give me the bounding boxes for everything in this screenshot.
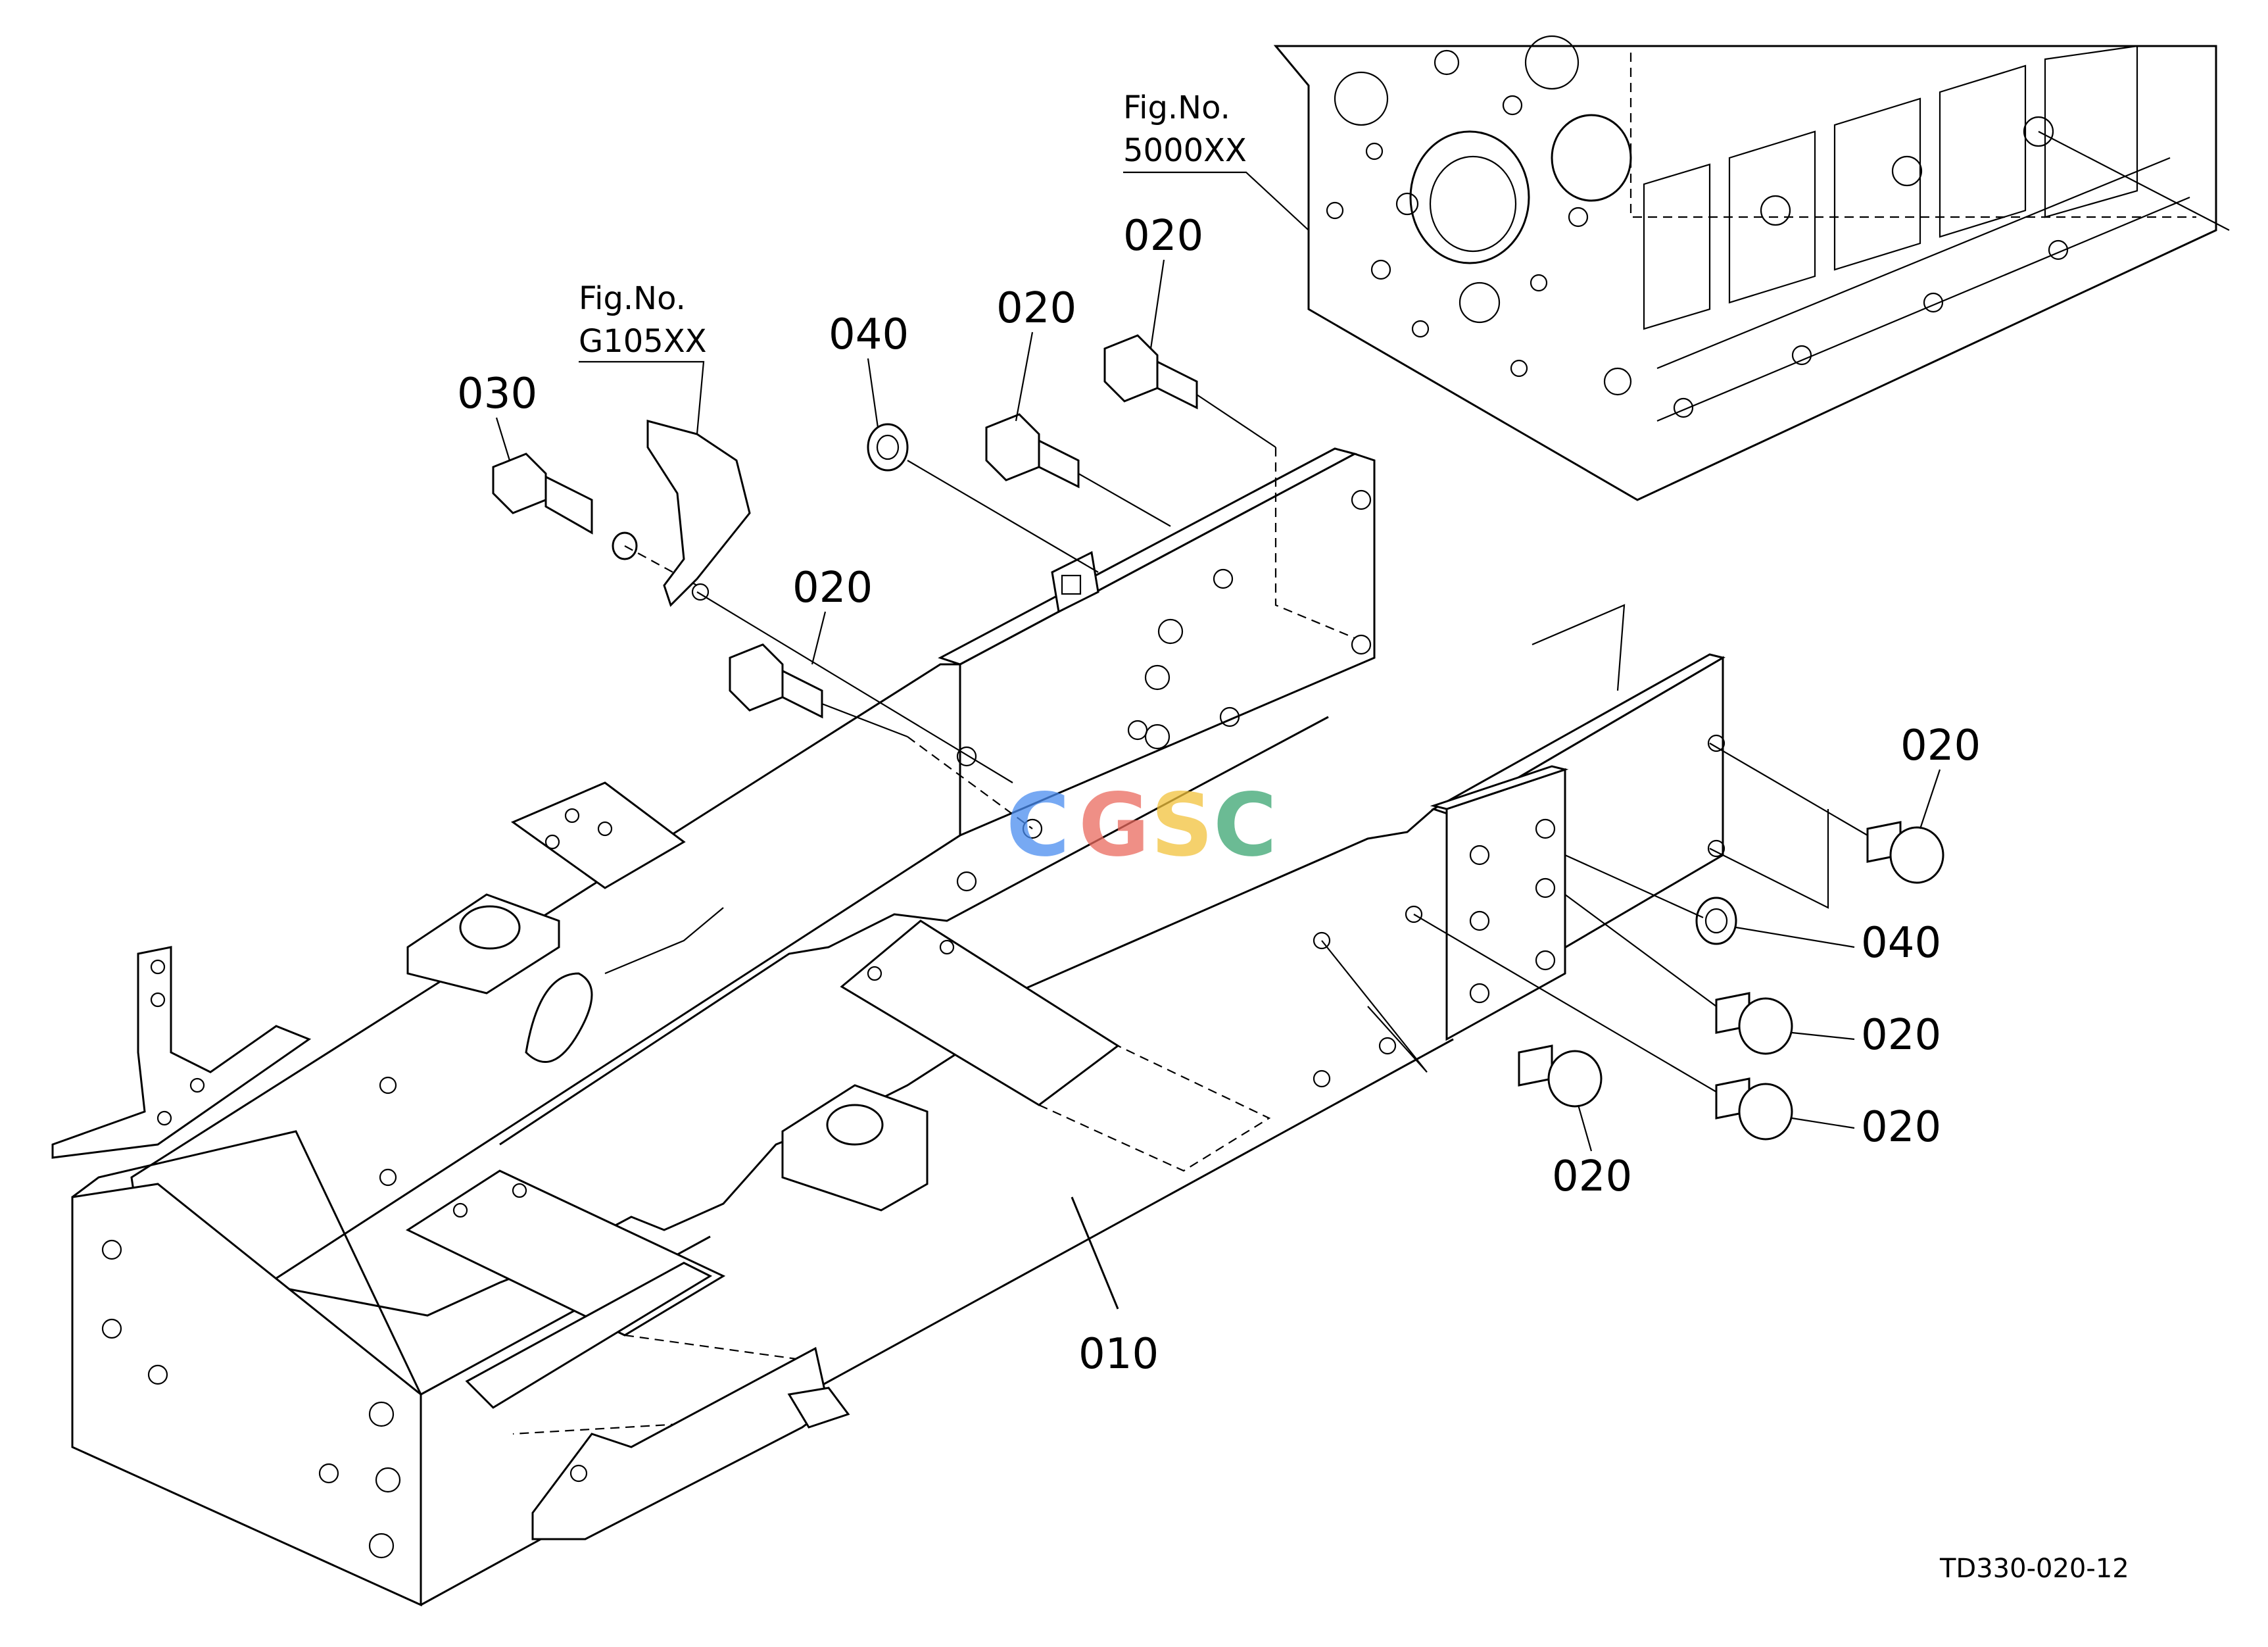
callout-label: 020 (1123, 212, 1203, 260)
callout-label: 020 (996, 284, 1076, 333)
watermark: C G S C (1006, 775, 1277, 876)
bracket-g105xx (646, 420, 751, 607)
watermark-letter: S (1151, 775, 1213, 876)
callout-label: 040 (829, 310, 909, 359)
watermark-letter: C (1213, 775, 1277, 876)
callout-label: 030 (457, 370, 537, 418)
callout-label: 020 (1861, 1011, 1941, 1060)
callout-label: 020 (792, 564, 873, 612)
callout-labels: 020 020 040 030 020 020 040 020 020 020 … (457, 212, 1981, 1379)
fig-ref-number: 5000XX (1123, 132, 1247, 169)
watermark-letter: C (1006, 775, 1070, 876)
callout-label: 020 (1900, 722, 1981, 770)
callout-label: 020 (1861, 1103, 1941, 1152)
fig-ref-number: G105XX (579, 323, 707, 360)
fig-ref-5000xx: Fig.No. 5000XX (1123, 89, 1309, 231)
callout-label: 020 (1552, 1152, 1632, 1201)
fasteners (492, 334, 1944, 1141)
callout-label: 040 (1861, 919, 1941, 968)
collar-040-right (1695, 897, 1737, 945)
frame-assembly (51, 447, 1725, 1607)
bolt-020-top-right (1103, 334, 1198, 410)
fig-ref-label: Fig.No. (1123, 89, 1230, 126)
bolt-020-left-mid (729, 643, 823, 719)
watermark-letter: G (1078, 775, 1149, 876)
callout-label: 010 (1078, 1330, 1159, 1379)
bolt-020-right-bottom (1518, 1045, 1603, 1108)
engine-block (1273, 35, 2230, 691)
bolt-020-right-top (1866, 821, 1944, 884)
bolt-020-right-low (1715, 1077, 1793, 1141)
fig-ref-g105xx: Fig.No. G105XX (579, 280, 707, 435)
bolt-020-top-mid (985, 413, 1080, 489)
collar-040-top (867, 423, 909, 472)
drawing-code: TD330-020-12 (1939, 1554, 2129, 1584)
bolt-030 (492, 453, 593, 535)
bolt-020-right-mid (1715, 992, 1793, 1055)
fig-ref-label: Fig.No. (579, 280, 686, 317)
